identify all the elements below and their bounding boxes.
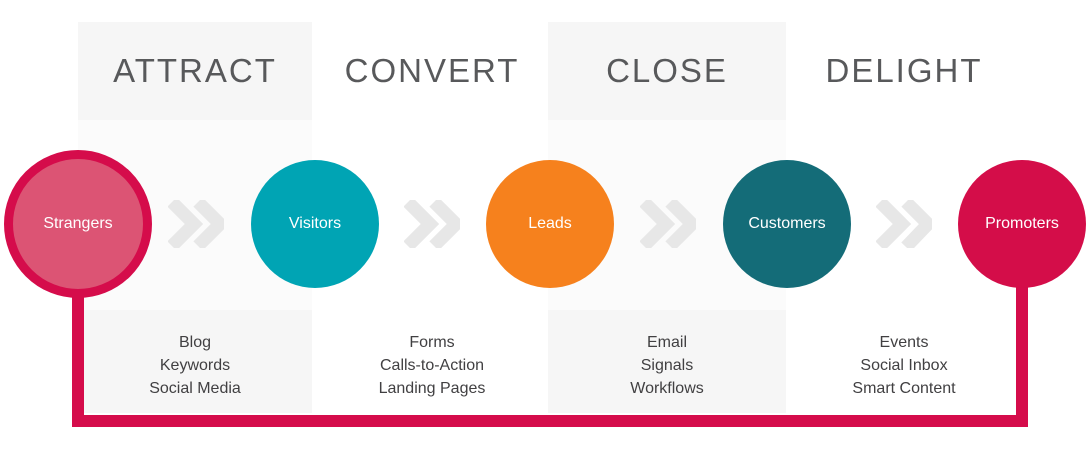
persona-label: Strangers (43, 215, 113, 232)
column-panel-attract-bottom (78, 310, 312, 413)
tool-item: Blog (178, 334, 212, 351)
tool-item: Forms (409, 334, 455, 351)
tool-item: Signals (640, 357, 694, 374)
double-chevron-icon (640, 200, 696, 248)
tool-item: Keywords (159, 357, 231, 374)
persona-circle-leads: Leads (486, 160, 614, 288)
persona-circle-promoters: Promoters (958, 160, 1086, 288)
persona-circle-customers: Customers (723, 160, 851, 288)
tool-item: Social Inbox (860, 357, 948, 374)
persona-label: Customers (748, 215, 826, 232)
tool-item: Landing Pages (378, 380, 486, 397)
stage-title-close: CLOSE (606, 52, 728, 89)
persona-label: Visitors (288, 215, 342, 232)
stage-title-convert: CONVERT (344, 52, 520, 89)
tool-item: Social Media (149, 380, 241, 397)
persona-label: Promoters (985, 215, 1059, 232)
stage-tools-attract: Blog Keywords Social Media (78, 331, 312, 400)
stage-title-delight: DELIGHT (825, 52, 983, 89)
stage-tools-convert: Forms Calls-to-Action Landing Pages (315, 331, 549, 400)
persona-circle-strangers: Strangers (4, 150, 152, 298)
stage-tools-close: Email Signals Workflows (548, 331, 786, 400)
persona-label: Leads (528, 215, 572, 232)
column-panel-attract-top (78, 22, 312, 120)
tool-item: Email (646, 334, 687, 351)
double-chevron-icon (168, 200, 224, 248)
tool-item: Events (879, 334, 929, 351)
double-chevron-icon (876, 200, 932, 248)
tool-item: Workflows (630, 380, 704, 397)
column-panel-close-bottom (548, 310, 786, 413)
persona-circle-visitors: Visitors (251, 160, 379, 288)
tool-item: Smart Content (852, 380, 956, 397)
column-panel-close-top (548, 22, 786, 120)
stage-title-attract: ATTRACT (113, 52, 277, 89)
double-chevron-icon (404, 200, 460, 248)
tool-item: Calls-to-Action (379, 357, 485, 374)
stage-tools-delight: Events Social Inbox Smart Content (787, 331, 1021, 400)
